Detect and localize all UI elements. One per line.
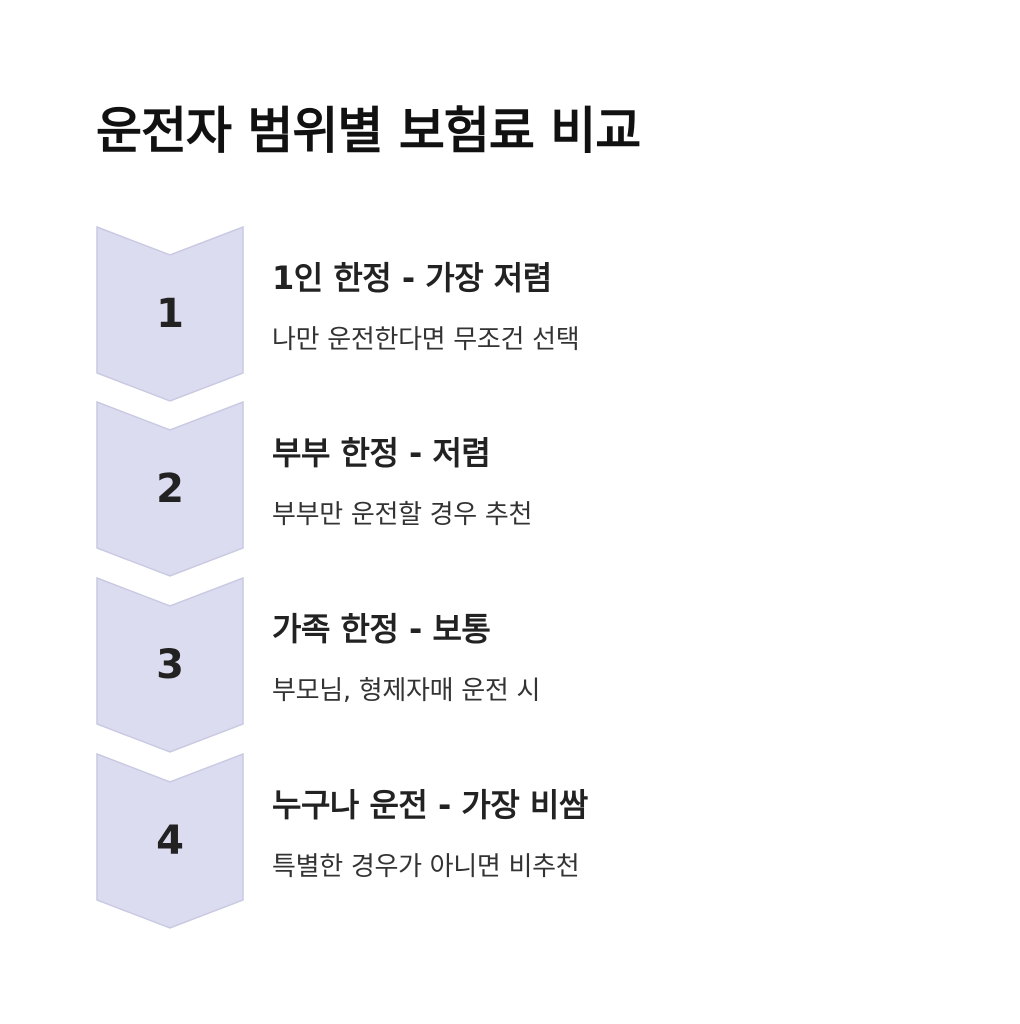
step-description: 나만 운전한다면 무조건 선택 — [272, 325, 580, 355]
page-title: 운전자 범위별 보험료 비교 — [96, 102, 641, 160]
step-title: 누구나 운전 - 가장 비쌈 — [272, 786, 588, 824]
chevron-shape — [96, 401, 244, 577]
step-3: 3 가족 한정 - 보통 부모님, 형제자매 운전 시 — [0, 577, 1020, 753]
step-title: 부부 한정 - 저렴 — [272, 434, 491, 472]
step-number: 4 — [156, 818, 184, 864]
step-number: 3 — [156, 642, 184, 688]
chevron-shape — [96, 753, 244, 929]
step-title: 1인 한정 - 가장 저렴 — [272, 259, 552, 297]
step-number: 1 — [156, 291, 184, 337]
step-1: 1 1인 한정 - 가장 저렴 나만 운전한다면 무조건 선택 — [0, 226, 1020, 402]
chevron-shape — [96, 226, 244, 402]
step-2: 2 부부 한정 - 저렴 부부만 운전할 경우 추천 — [0, 401, 1020, 577]
step-title: 가족 한정 - 보통 — [272, 610, 491, 648]
step-description: 부부만 운전할 경우 추천 — [272, 500, 533, 530]
step-number: 2 — [156, 466, 184, 512]
chevron-shape — [96, 577, 244, 753]
step-description: 부모님, 형제자매 운전 시 — [272, 676, 541, 706]
step-4: 4 누구나 운전 - 가장 비쌈 특별한 경우가 아니면 비추천 — [0, 753, 1020, 929]
step-description: 특별한 경우가 아니면 비추천 — [272, 852, 580, 882]
